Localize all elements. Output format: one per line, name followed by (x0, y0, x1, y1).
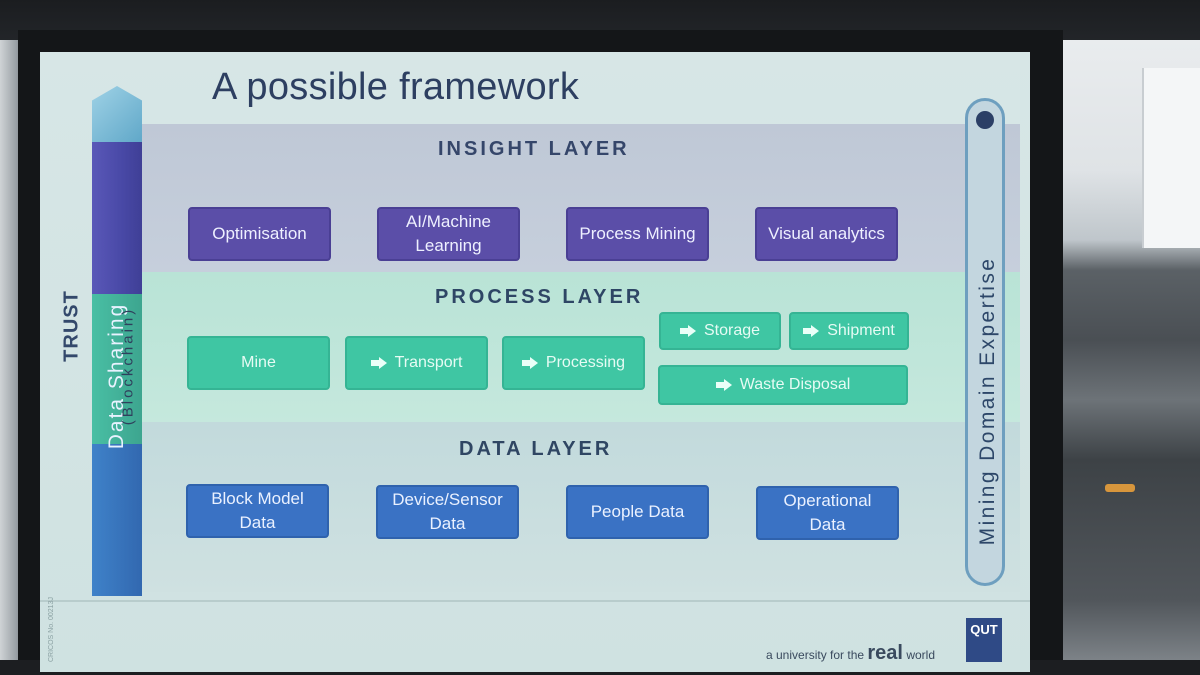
data-box-label: People Data (590, 502, 685, 521)
process-box-label: Shipment (827, 322, 895, 339)
insight-box-label: Visual analytics (768, 224, 885, 243)
slide-title: A possible framework (212, 66, 580, 108)
arrow-right-icon (679, 325, 696, 337)
arrow-right-icon (803, 325, 820, 337)
university-tagline: a university for the real world (766, 642, 935, 665)
process-box-label: Transport (394, 354, 463, 371)
data-box-label: Block Model Data (211, 489, 304, 532)
data-sharing-pillar: Data Sharing (92, 86, 142, 596)
qut-logo: QUT (966, 618, 1002, 662)
process-box-waste-disposal: Waste Disposal (658, 365, 908, 405)
insight-box-ai-machine-learning: AI/Machine Learning (377, 207, 520, 261)
data-box-block-model: Block Model Data (186, 484, 329, 538)
process-box-storage: Storage (659, 312, 781, 350)
tagline-suffix: world (906, 648, 936, 662)
process-box-transport: Transport (345, 336, 488, 390)
process-box-mine: Mine (187, 336, 330, 390)
pillar-cap (92, 86, 142, 144)
pillar-body (92, 142, 142, 596)
tagline-emphasis: real (867, 642, 903, 664)
insight-box-optimisation: Optimisation (188, 207, 331, 261)
data-layer-title: DATA LAYER (459, 438, 613, 460)
trust-label: TRUST (60, 290, 83, 362)
arrow-right-icon (715, 379, 732, 391)
tagline-prefix: a university for the (766, 648, 865, 662)
arrow-right-icon (370, 357, 387, 369)
process-box-label: Waste Disposal (739, 376, 851, 393)
process-layer-title: PROCESS LAYER (435, 286, 644, 308)
process-box-label: Processing (545, 354, 626, 371)
insight-box-label: AI/Machine Learning (405, 212, 492, 255)
presentation-slide: A possible framework INSIGHT LAYER PROCE… (40, 52, 1030, 672)
pillar-process-segment (92, 294, 142, 444)
domain-expertise-label: Mining Domain Expertise (976, 256, 999, 546)
data-box-people: People Data (566, 485, 709, 539)
process-box-shipment: Shipment (789, 312, 909, 350)
data-box-label: Device/Sensor Data (392, 490, 503, 533)
process-box-processing: Processing (502, 336, 645, 390)
insight-box-visual-analytics: Visual analytics (755, 207, 898, 261)
insight-box-label: Optimisation (212, 224, 307, 243)
pillar-data-segment (92, 444, 142, 596)
window-panel (1142, 68, 1200, 248)
data-box-label: Operational Data (783, 491, 872, 534)
process-box-label: Storage (703, 322, 761, 339)
room-right-wall (1050, 40, 1200, 675)
blockchain-label: (Blockchain) (119, 306, 137, 426)
data-box-device-sensor: Device/Sensor Data (376, 485, 519, 539)
arrow-right-icon (521, 357, 538, 369)
data-box-operational: Operational Data (756, 486, 899, 540)
process-box-label: Mine (241, 354, 276, 371)
insight-layer-title: INSIGHT LAYER (438, 138, 630, 160)
insight-box-process-mining: Process Mining (566, 207, 709, 261)
insight-box-label: Process Mining (579, 224, 696, 243)
cricos-code: CRICOS No. 00213J (48, 597, 55, 662)
domain-expertise-pill: Mining Domain Expertise (965, 98, 1005, 586)
pill-dot (976, 111, 994, 129)
footer-divider (40, 600, 1030, 602)
ceiling-light (1105, 484, 1135, 492)
